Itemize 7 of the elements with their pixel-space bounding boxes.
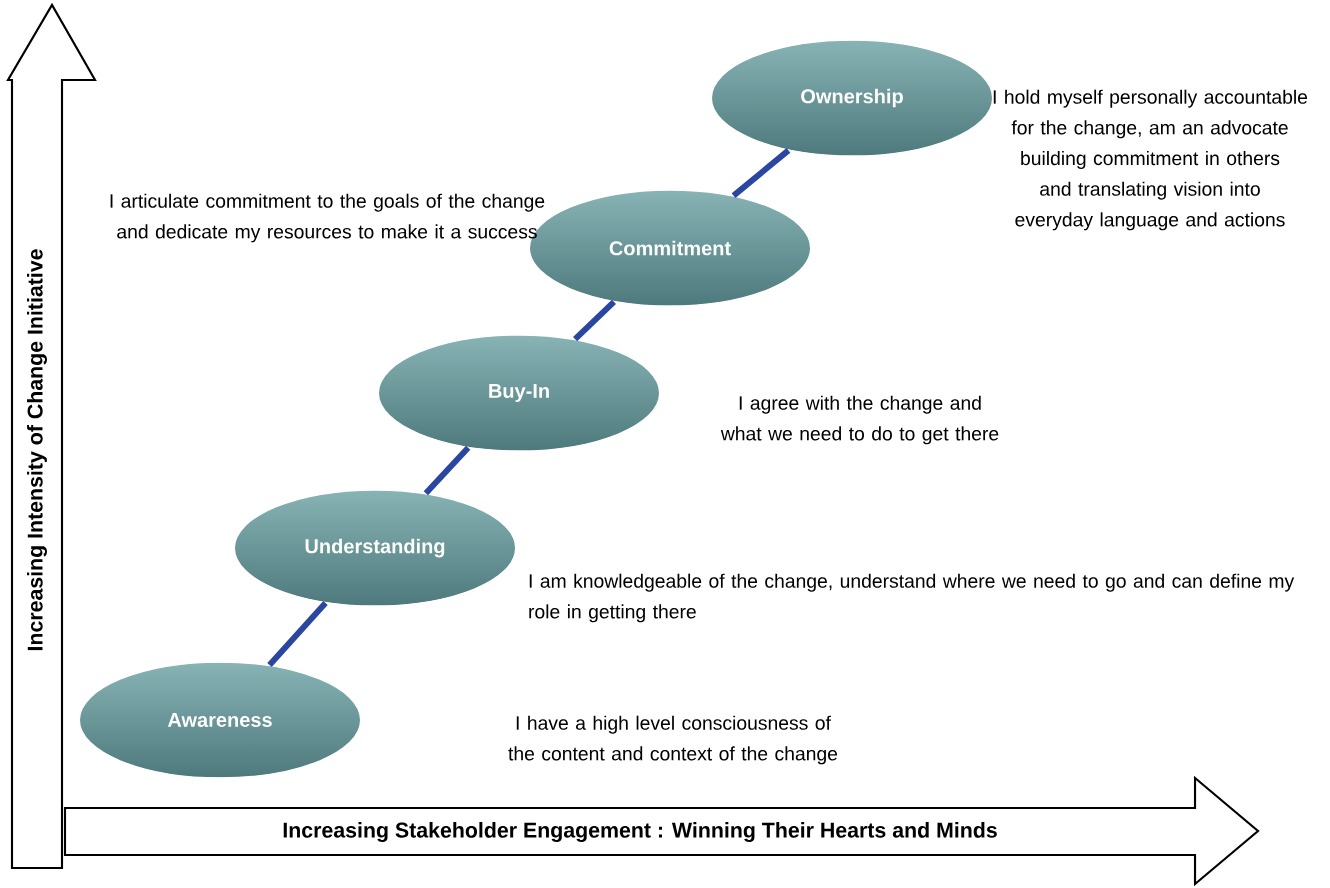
description-text: I hold myself personally accountable for the change, am an advocate building commitment in others and translating vision into everyday language and actions	[993, 89, 1308, 231]
connector-line	[423, 445, 471, 496]
connector-line	[731, 148, 791, 198]
connector-line	[267, 600, 328, 668]
connector-line	[573, 299, 616, 342]
description-text: I agree with the change and what we need to do to get there	[720, 395, 999, 445]
description-text: I am knowledgeable of the change, understand where we need to go and can define my role in getting there	[529, 573, 1295, 623]
